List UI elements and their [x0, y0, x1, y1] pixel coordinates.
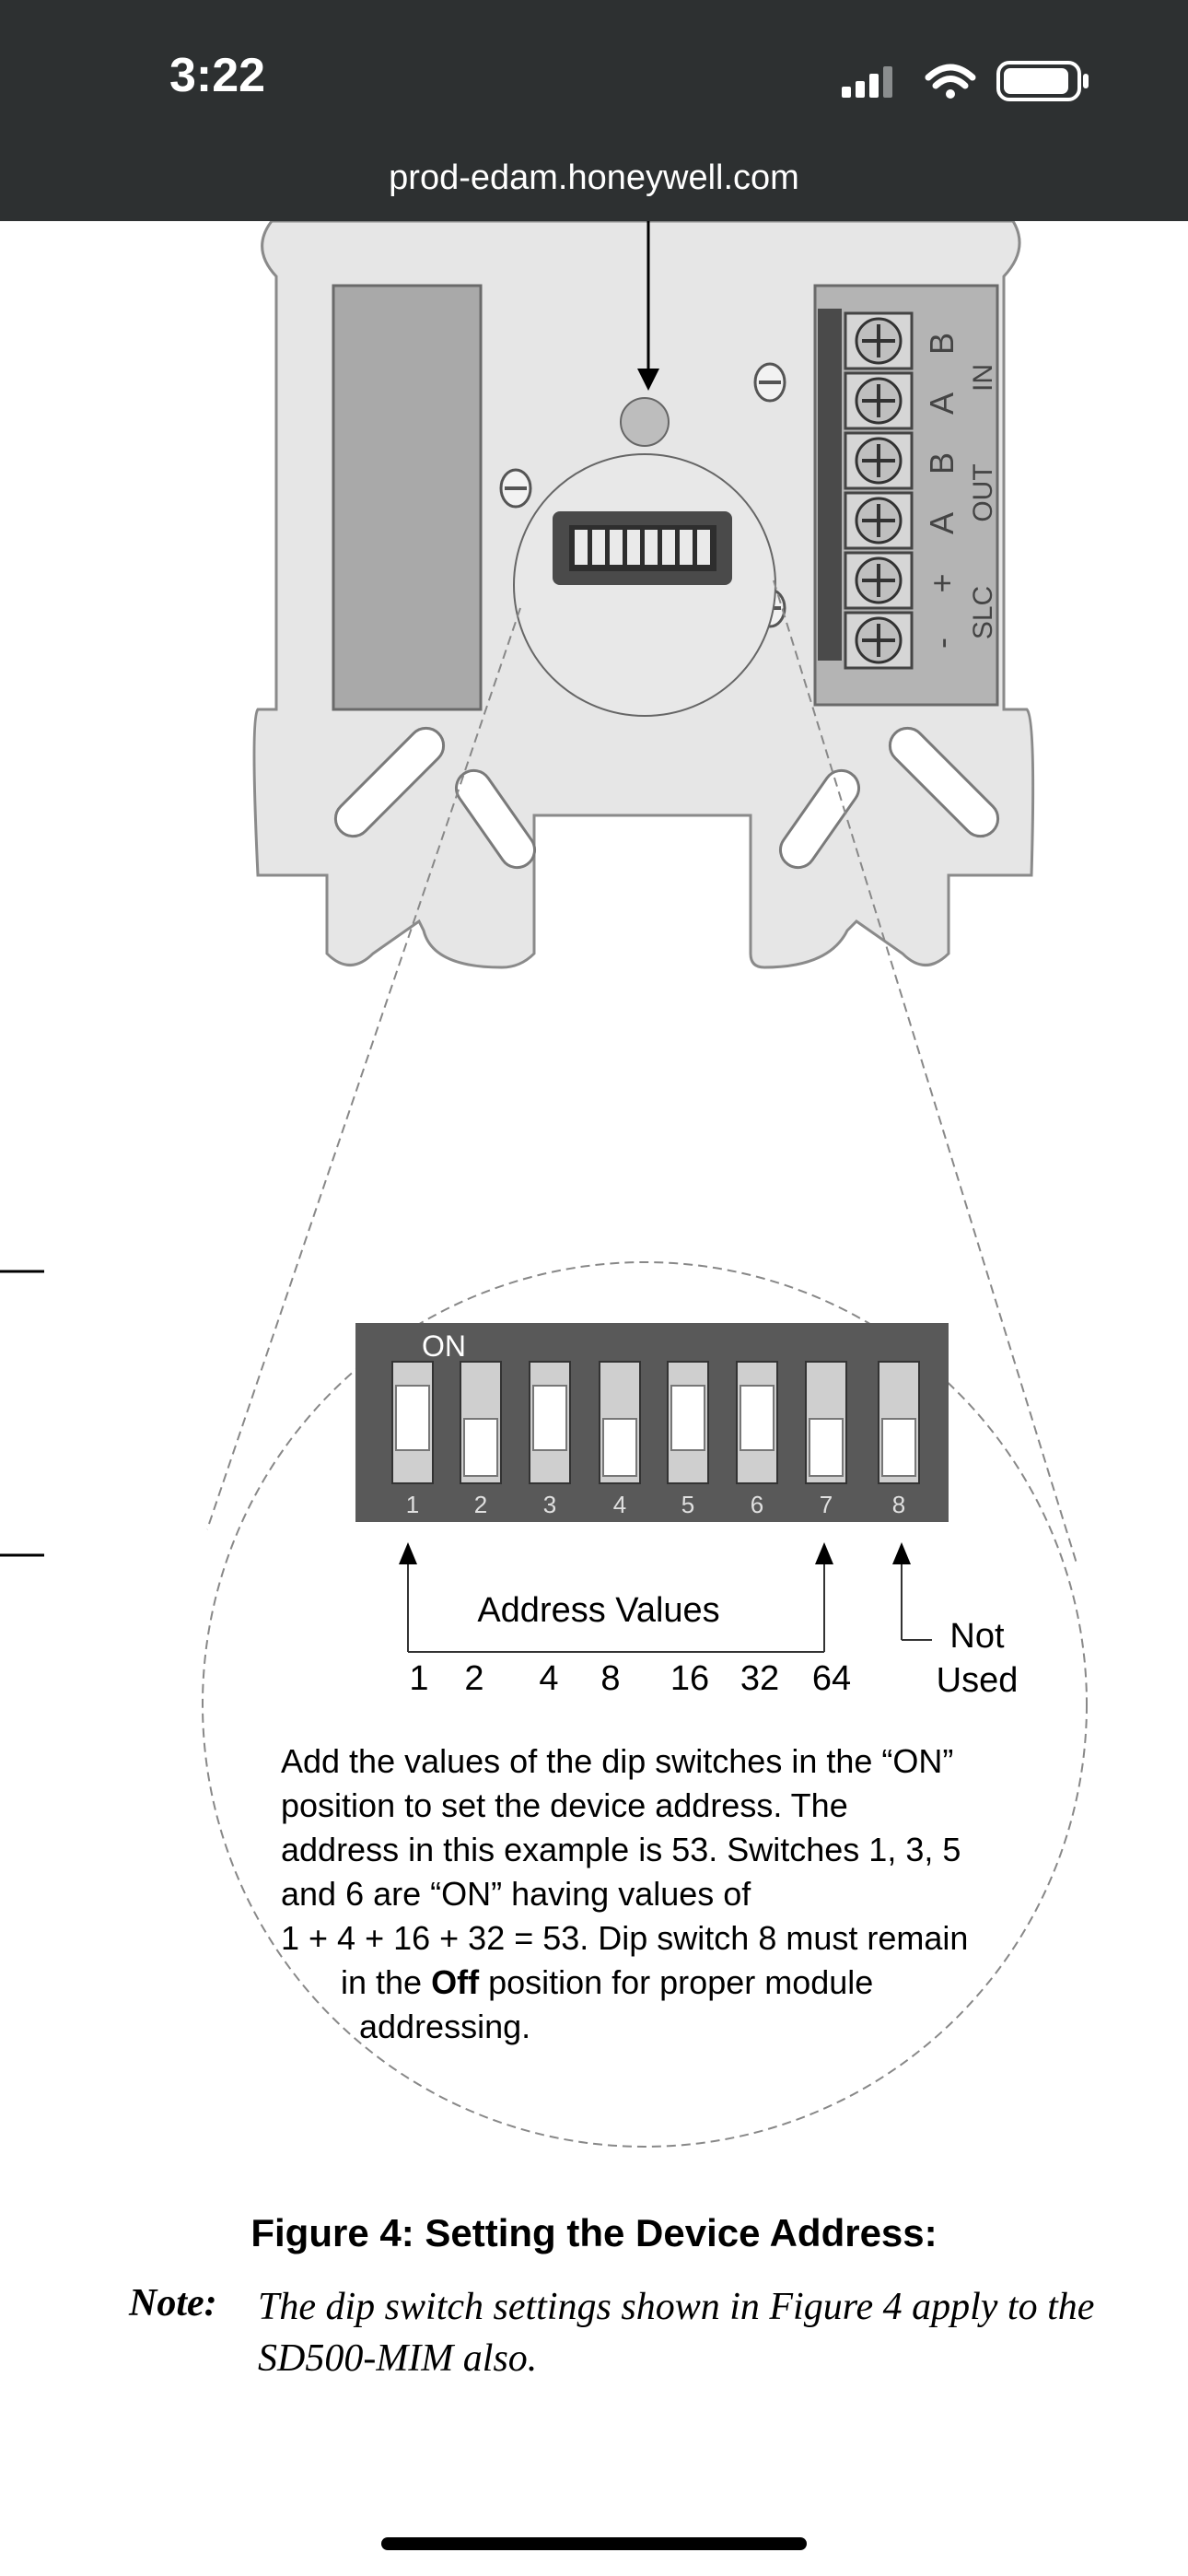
- led-indicator: [620, 397, 670, 447]
- desc-line-6: in the Off position for proper module: [341, 1963, 873, 2001]
- figure-caption: Figure 4: Setting the Device Address:: [250, 2211, 938, 2254]
- address-value-4: 4: [539, 1659, 558, 1698]
- zoom-guides: [202, 580, 1088, 2148]
- desc-line-2: position to set the device address. The: [281, 1786, 848, 1824]
- note-line-1: The dip switch settings shown in Figure …: [258, 2286, 1095, 2328]
- terminal-labels: B A B A + - IN OUT SLC: [923, 333, 998, 649]
- dip-switch-3: [529, 1361, 571, 1484]
- left-edge-marks: [0, 1270, 44, 1557]
- terminal-screw-5: [844, 551, 914, 610]
- address-values-label: Address Values: [477, 1591, 719, 1630]
- desc-line-7: addressing.: [359, 2008, 530, 2045]
- terminal-label-2: A: [923, 392, 961, 415]
- note-label: Note:: [129, 2282, 217, 2324]
- dip-switch-7: [805, 1361, 847, 1484]
- dip-switch-2: [460, 1361, 502, 1484]
- terminal-screws: [844, 311, 914, 670]
- status-bar: 3:22 prod-edam.honeywell.com: [0, 0, 1188, 221]
- address-arrows: [407, 1562, 932, 1653]
- switch-number-3: 3: [543, 1491, 556, 1518]
- terminal-screw-1: [844, 311, 914, 370]
- wifi-icon: [925, 64, 976, 99]
- dip-switch-4: [599, 1361, 641, 1484]
- terminal-label-3: B: [923, 452, 961, 474]
- note-line-2: SD500-MIM also.: [258, 2337, 538, 2380]
- address-value-64: 64: [812, 1659, 851, 1698]
- terminal-label-4: A: [923, 512, 961, 534]
- address-value-16: 16: [670, 1659, 709, 1698]
- cellular-signal-icon: [842, 66, 892, 98]
- switch-number-5: 5: [681, 1491, 694, 1518]
- terminal-group-in: IN: [968, 364, 998, 392]
- switch-number-4: 4: [613, 1491, 626, 1518]
- module-body: [252, 221, 1035, 969]
- terminal-label-5: +: [923, 573, 961, 592]
- status-time: 3:22: [169, 49, 266, 102]
- not-used-label-line2: Used: [937, 1661, 1019, 1700]
- home-indicator[interactable]: [381, 2537, 807, 2550]
- switch-number-8: 8: [892, 1491, 905, 1518]
- desc-line-3: address in this example is 53. Switches …: [281, 1831, 961, 1868]
- address-value-8: 8: [600, 1659, 620, 1698]
- dip-on-label: ON: [422, 1329, 466, 1363]
- dip-switch-large: ON 1 2 3 4 5 6 7 8: [355, 1323, 949, 1522]
- terminal-screw-6: [844, 611, 914, 670]
- terminal-screw-4: [844, 491, 914, 550]
- switch-number-2: 2: [474, 1491, 487, 1518]
- terminal-label-6: -: [923, 638, 961, 649]
- address-value-1: 1: [409, 1659, 428, 1698]
- terminal-group-slc: SLC: [968, 586, 998, 639]
- terminal-screw-2: [844, 371, 914, 430]
- terminal-label-1: B: [923, 333, 961, 355]
- note-text: The dip switch settings shown in Figure …: [258, 2281, 1179, 2384]
- desc-line-1: Add the values of the dip switches in th…: [281, 1742, 953, 1780]
- switch-number-1: 1: [406, 1491, 419, 1518]
- terminal-group-out: OUT: [968, 463, 998, 521]
- url-bar[interactable]: prod-edam.honeywell.com: [389, 158, 799, 197]
- dip-switch-1: [391, 1361, 434, 1484]
- battery-icon: [996, 61, 1089, 101]
- address-value-2: 2: [464, 1659, 483, 1698]
- status-icons: [842, 61, 1089, 101]
- device-address-figure: B A B A + - IN OUT SLC ON 1 2 3 4 5 6 7 …: [0, 221, 1088, 2148]
- switch-number-6: 6: [751, 1491, 763, 1518]
- dip-switch-5: [667, 1361, 709, 1484]
- switch-number-7: 7: [820, 1491, 833, 1518]
- address-value-32: 32: [740, 1659, 779, 1698]
- terminal-screw-3: [844, 431, 914, 490]
- desc-line-5: 1 + 4 + 16 + 32 = 53. Dip switch 8 must …: [281, 1919, 968, 1957]
- desc-line-4: and 6 are “ON” having values of: [281, 1875, 751, 1913]
- not-used-label-line1: Not: [949, 1617, 1005, 1656]
- small-dip-switch: [553, 511, 732, 585]
- dip-switch-8: [878, 1361, 920, 1484]
- dip-switch-6: [736, 1361, 778, 1484]
